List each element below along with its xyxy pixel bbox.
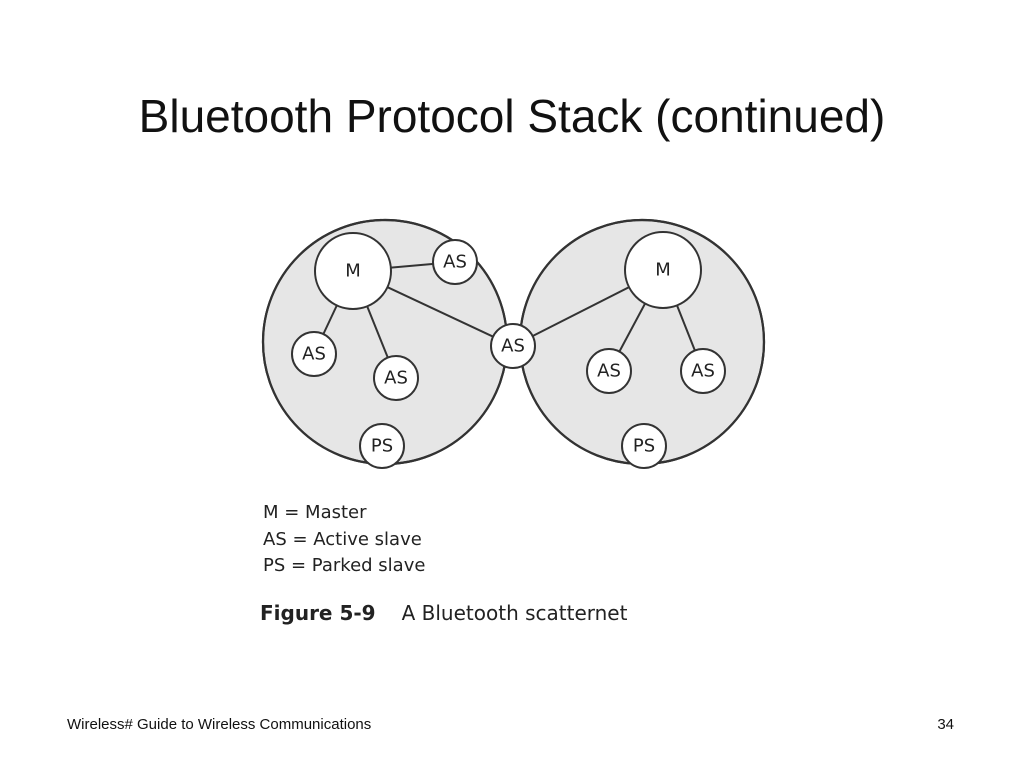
right-active-slave-left-node: AS [586, 348, 632, 394]
svg-text:M: M [655, 260, 671, 281]
legend-item-master: M = Master [263, 502, 367, 523]
figure-caption: Figure 5-9 A Bluetooth scatternet [260, 601, 627, 625]
diagram-legend: M = Master AS = Active slave PS = Parked… [263, 500, 425, 580]
right-parked-slave-node: PS [621, 423, 667, 469]
svg-text:AS: AS [384, 368, 408, 389]
svg-text:AS: AS [501, 336, 525, 357]
figure-caption-text: A Bluetooth scatternet [401, 601, 628, 625]
bridge-active-slave-node: AS [490, 323, 536, 369]
svg-text:AS: AS [691, 361, 715, 382]
right-active-slave-right-node: AS [680, 348, 726, 394]
svg-text:PS: PS [371, 436, 393, 457]
footer-text: Wireless# Guide to Wireless Communicatio… [67, 716, 372, 733]
svg-text:AS: AS [302, 344, 326, 365]
left-master-node: M [314, 232, 392, 310]
slide-title: Bluetooth Protocol Stack (continued) [138, 90, 886, 142]
left-active-slave-bottom-node: AS [373, 355, 419, 401]
scatternet-diagram: M AS AS AS PS AS M AS AS PS [261, 218, 766, 469]
figure-label: Figure 5-9 [260, 601, 376, 625]
svg-text:M: M [345, 261, 361, 282]
legend-item-parked-slave: PS = Parked slave [263, 555, 426, 576]
svg-text:AS: AS [443, 252, 467, 273]
svg-text:PS: PS [633, 436, 655, 457]
legend-item-active-slave: AS = Active slave [263, 528, 422, 550]
page-number: 34 [937, 716, 954, 733]
right-master-node: M [624, 231, 702, 309]
left-parked-slave-node: PS [359, 423, 405, 469]
left-active-slave-left-node: AS [291, 331, 337, 377]
left-active-slave-top-node: AS [432, 239, 478, 285]
svg-text:AS: AS [597, 361, 621, 382]
